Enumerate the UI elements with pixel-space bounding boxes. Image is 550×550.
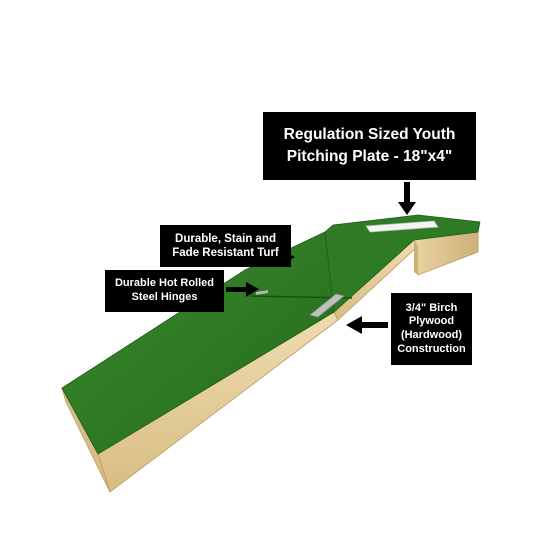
- plywood-callout-line2: Plywood: [408, 315, 455, 328]
- pitching-plate-callout-line1: Regulation Sized Youth: [283, 125, 456, 143]
- plywood-callout-line1: 3/4" Birch: [405, 301, 458, 314]
- turf-callout-line1: Durable, Stain and: [175, 232, 276, 245]
- arrow-to-hinges: [226, 282, 259, 297]
- plywood-callout-line4: Construction: [397, 342, 466, 355]
- pitching-plate-callout: Regulation Sized Youth Pitching Plate - …: [263, 112, 476, 180]
- plywood-callout-line3: (Hardwood): [400, 329, 463, 341]
- steel-hinge: [309, 293, 345, 318]
- pitching-plate-callout-line2: Pitching Plate - 18"x4": [286, 148, 453, 165]
- arrow-to-plywood: [346, 316, 388, 334]
- pitching-rubber: [365, 220, 439, 233]
- plywood-callout: 3/4" Birch Plywood (Hardwood) Constructi…: [391, 293, 472, 365]
- platform-wood-front: [414, 240, 418, 275]
- platform-turf: [324, 214, 481, 313]
- turf-callout: Durable, Stain and Fade Resistant Turf: [160, 225, 291, 267]
- hinges-callout-line2: Steel Hinges: [131, 291, 198, 303]
- steel-hinge-small: [256, 290, 268, 295]
- arrow-to-plate: [398, 182, 416, 215]
- hinges-callout: Durable Hot Rolled Steel Hinges: [105, 270, 224, 312]
- turf-callout-line2: Fade Resistant Turf: [172, 247, 279, 259]
- hinges-callout-line1: Durable Hot Rolled: [114, 277, 214, 290]
